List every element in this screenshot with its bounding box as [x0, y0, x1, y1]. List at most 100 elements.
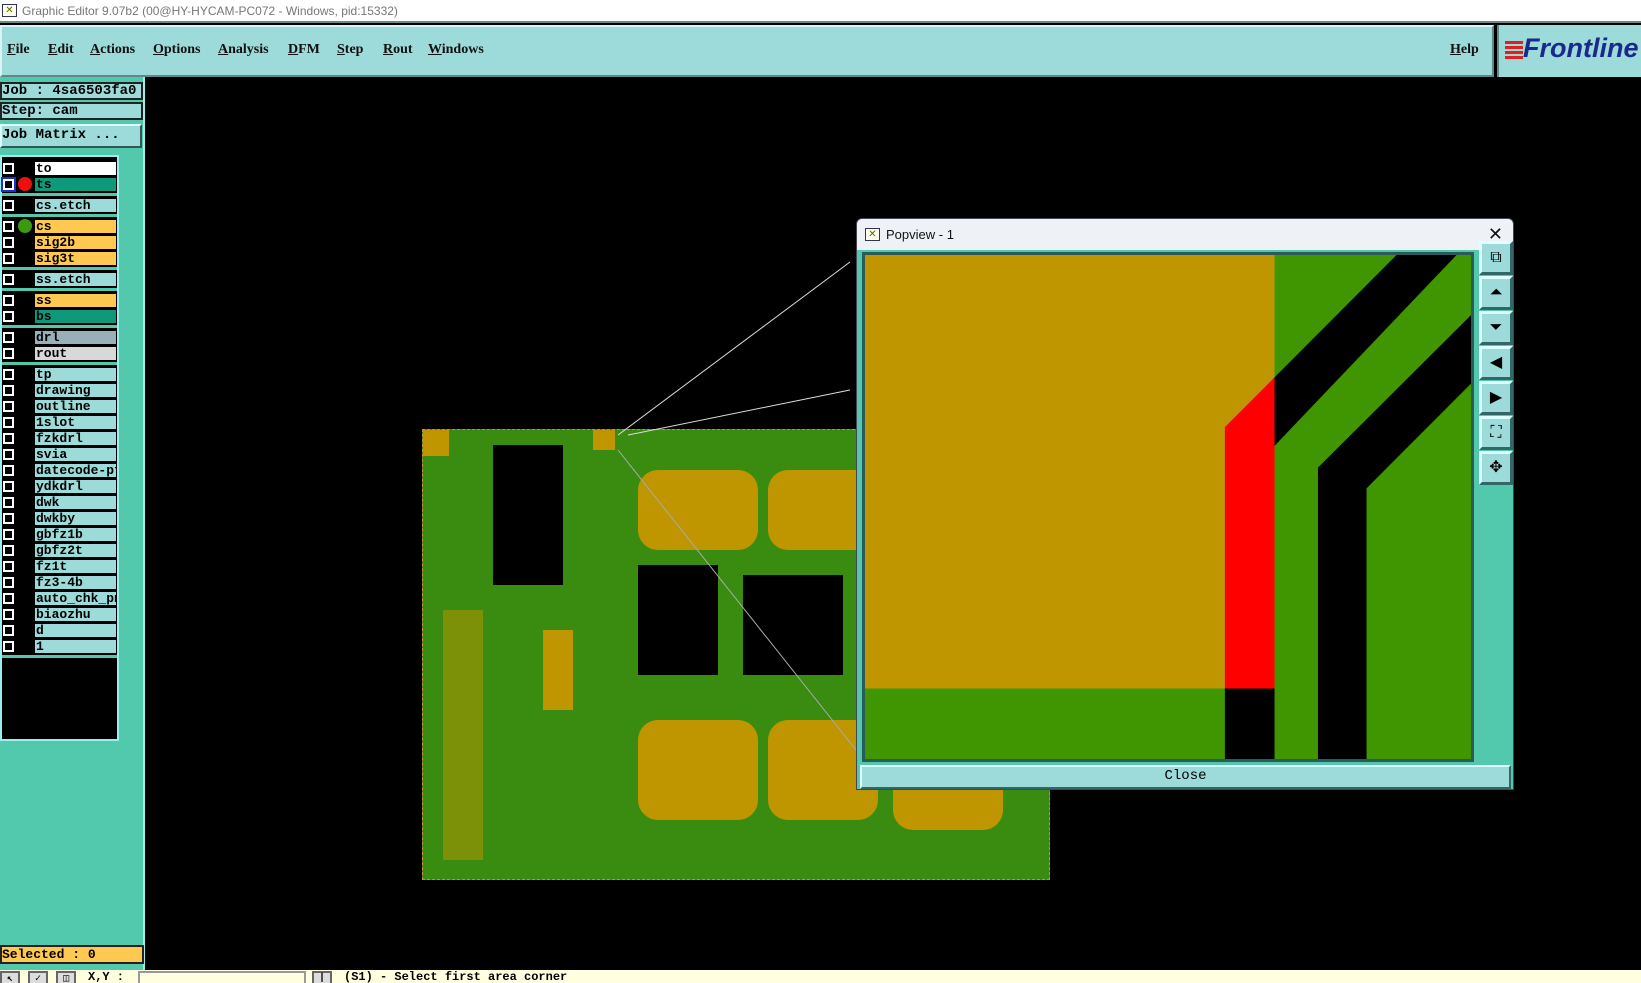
- layer-row[interactable]: tp: [2, 366, 117, 382]
- layer-checkbox[interactable]: [3, 368, 14, 380]
- close-button[interactable]: Close: [860, 765, 1511, 789]
- menu-options[interactable]: Options: [153, 42, 201, 57]
- layer-row[interactable]: bs: [2, 308, 117, 324]
- menu-rout[interactable]: Rout: [383, 42, 413, 57]
- info-icon[interactable]: |: [312, 971, 332, 983]
- popview-titlebar[interactable]: ✕ Popview - 1 ✕: [857, 219, 1513, 250]
- layer-name[interactable]: cs.etch: [34, 197, 117, 213]
- layer-name[interactable]: cs: [34, 218, 117, 234]
- layer-name[interactable]: to: [34, 160, 117, 176]
- layer-checkbox[interactable]: [3, 347, 14, 359]
- layer-checkbox[interactable]: [1, 176, 16, 192]
- menu-file[interactable]: File: [7, 42, 30, 57]
- layer-checkbox[interactable]: [3, 236, 14, 248]
- zoom-out-icon[interactable]: ✥: [1479, 451, 1513, 485]
- layer-checkbox[interactable]: [3, 199, 14, 211]
- layer-row[interactable]: 1slot: [2, 414, 117, 430]
- layer-row[interactable]: ss.etch: [2, 271, 117, 287]
- layer-name[interactable]: sig3t: [34, 250, 117, 266]
- close-icon[interactable]: ✕: [1487, 224, 1503, 244]
- check-tool-icon[interactable]: ✓: [28, 971, 48, 983]
- layer-row[interactable]: to: [2, 160, 117, 176]
- layer-checkbox[interactable]: [3, 608, 14, 620]
- layer-name[interactable]: drl: [34, 329, 117, 345]
- layer-row[interactable]: cs: [2, 218, 117, 234]
- layer-name[interactable]: tp: [34, 366, 117, 382]
- layer-name[interactable]: rout: [34, 345, 117, 361]
- layer-row[interactable]: fz3-4b: [2, 574, 117, 590]
- layer-checkbox[interactable]: [3, 544, 14, 556]
- layer-row[interactable]: gbfz2t: [2, 542, 117, 558]
- layer-row[interactable]: rout: [2, 345, 117, 361]
- layer-row[interactable]: auto_chk_pnl: [2, 590, 117, 606]
- window-tool-icon[interactable]: ◫: [56, 971, 76, 983]
- layer-name[interactable]: sig2b: [34, 234, 117, 250]
- popview-canvas[interactable]: [862, 252, 1474, 762]
- layer-checkbox[interactable]: [3, 294, 14, 306]
- layer-name[interactable]: gbfz1b: [34, 526, 117, 542]
- pointer-tool-icon[interactable]: ↖: [0, 971, 20, 983]
- layer-checkbox[interactable]: [3, 273, 14, 285]
- layer-checkbox[interactable]: [3, 576, 14, 588]
- layer-checkbox[interactable]: [3, 512, 14, 524]
- layer-row[interactable]: 1: [2, 638, 117, 654]
- layer-name[interactable]: gbfz2t: [34, 542, 117, 558]
- layer-name[interactable]: outline: [34, 398, 117, 414]
- zoom-in-icon[interactable]: ⛶: [1479, 416, 1513, 450]
- layer-checkbox[interactable]: [3, 432, 14, 444]
- layer-row[interactable]: dwk: [2, 494, 117, 510]
- layer-checkbox[interactable]: [3, 480, 14, 492]
- xy-input[interactable]: [138, 971, 306, 983]
- layer-checkbox[interactable]: [3, 496, 14, 508]
- pan-right-icon[interactable]: ▶: [1479, 381, 1513, 415]
- layer-row[interactable]: ts: [1, 176, 117, 192]
- layer-name[interactable]: svia: [34, 446, 117, 462]
- menu-windows[interactable]: Windows: [428, 42, 484, 57]
- layer-checkbox[interactable]: [3, 528, 14, 540]
- layer-row[interactable]: svia: [2, 446, 117, 462]
- layer-checkbox[interactable]: [3, 416, 14, 428]
- layer-name[interactable]: ydkdrl: [34, 478, 117, 494]
- layer-checkbox[interactable]: [3, 448, 14, 460]
- layer-row[interactable]: dwkby: [2, 510, 117, 526]
- menu-help[interactable]: Help: [1450, 42, 1479, 57]
- layer-row[interactable]: drawing: [2, 382, 117, 398]
- layer-name[interactable]: datecode-pte: [34, 462, 117, 478]
- layer-name[interactable]: ts: [34, 176, 117, 192]
- layer-name[interactable]: ss.etch: [34, 271, 117, 287]
- layer-name[interactable]: d: [34, 622, 117, 638]
- layer-checkbox[interactable]: [3, 252, 14, 264]
- layer-checkbox[interactable]: [3, 162, 14, 174]
- layer-checkbox[interactable]: [3, 384, 14, 396]
- layer-checkbox[interactable]: [3, 464, 14, 476]
- layer-name[interactable]: 1: [34, 638, 117, 654]
- layer-name[interactable]: bs: [34, 308, 117, 324]
- zoom-window-icon[interactable]: ⧉: [1479, 241, 1513, 275]
- pan-left-icon[interactable]: ◀: [1479, 346, 1513, 380]
- layer-row[interactable]: drl: [2, 329, 117, 345]
- layer-checkbox[interactable]: [3, 220, 14, 232]
- layer-row[interactable]: ss: [2, 292, 117, 308]
- layer-row[interactable]: sig2b: [2, 234, 117, 250]
- layer-name[interactable]: 1slot: [34, 414, 117, 430]
- pan-up-icon[interactable]: ⏶: [1479, 276, 1513, 310]
- layer-checkbox[interactable]: [3, 624, 14, 636]
- pan-down-icon[interactable]: ⏷: [1479, 311, 1513, 345]
- layer-name[interactable]: fz3-4b: [34, 574, 117, 590]
- layer-checkbox[interactable]: [3, 560, 14, 572]
- layer-name[interactable]: biaozhu: [34, 606, 117, 622]
- layer-name[interactable]: dwkby: [34, 510, 117, 526]
- layer-row[interactable]: cs.etch: [2, 197, 117, 213]
- menu-analysis[interactable]: Analysis: [218, 42, 269, 57]
- layer-row[interactable]: sig3t: [2, 250, 117, 266]
- layer-row[interactable]: datecode-pte: [2, 462, 117, 478]
- layer-row[interactable]: fzkdrl: [2, 430, 117, 446]
- layer-name[interactable]: fz1t: [34, 558, 117, 574]
- layer-row[interactable]: ydkdrl: [2, 478, 117, 494]
- layer-checkbox[interactable]: [3, 331, 14, 343]
- layer-name[interactable]: auto_chk_pnl: [34, 590, 117, 606]
- layer-checkbox[interactable]: [3, 400, 14, 412]
- menu-step[interactable]: Step: [337, 42, 364, 57]
- menu-edit[interactable]: Edit: [48, 42, 74, 57]
- layer-row[interactable]: fz1t: [2, 558, 117, 574]
